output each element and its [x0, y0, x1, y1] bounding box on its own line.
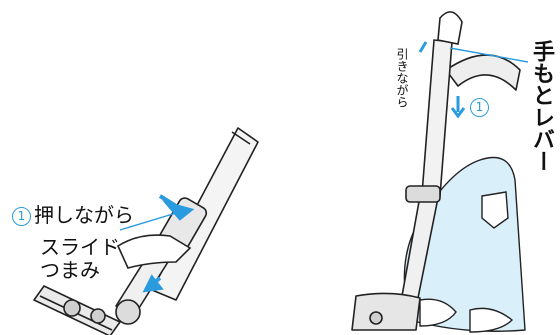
hand-lever-label: 手もとレバー — [530, 40, 552, 172]
press-text: 押しながら — [34, 203, 134, 227]
left-vacuum — [34, 128, 258, 335]
slide-knob-label-line2: つまみ — [40, 260, 100, 280]
slide-knob-label-line1: スライド — [40, 237, 120, 257]
pull-label: 引きながら — [396, 48, 408, 108]
pull-arrow-icon — [420, 42, 426, 52]
right-step-number: 1 — [470, 96, 492, 117]
step-number-badge-right: 1 — [470, 98, 489, 117]
right-hand — [438, 12, 462, 44]
down-arrow-icon — [452, 96, 464, 116]
step-number-badge: 1 — [12, 207, 31, 226]
